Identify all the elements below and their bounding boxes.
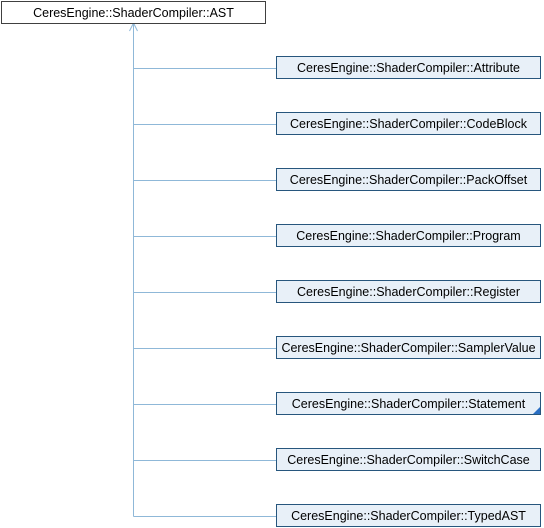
base-class-node[interactable]: CeresEngine::ShaderCompiler::AST bbox=[1, 1, 266, 24]
derived-class-label: CeresEngine::ShaderCompiler::Program bbox=[296, 228, 521, 243]
derived-class-label: CeresEngine::ShaderCompiler::SwitchCase bbox=[287, 452, 530, 467]
derived-class-node-program[interactable]: CeresEngine::ShaderCompiler::Program bbox=[276, 224, 541, 247]
derived-class-node-attribute[interactable]: CeresEngine::ShaderCompiler::Attribute bbox=[276, 56, 541, 79]
more-subclasses-marker-icon bbox=[533, 407, 540, 414]
derived-class-label: CeresEngine::ShaderCompiler::Statement bbox=[291, 396, 526, 411]
derived-class-label: CeresEngine::ShaderCompiler::CodeBlock bbox=[290, 116, 527, 131]
derived-class-label: CeresEngine::ShaderCompiler::Attribute bbox=[296, 60, 521, 75]
inheritance-branch-lines bbox=[133, 68, 276, 517]
derived-class-node-codeblock[interactable]: CeresEngine::ShaderCompiler::CodeBlock bbox=[276, 112, 541, 135]
derived-class-label: CeresEngine::ShaderCompiler::PackOffset bbox=[289, 172, 528, 187]
derived-class-label: CeresEngine::ShaderCompiler::SamplerValu… bbox=[281, 340, 536, 355]
derived-class-node-packoffset[interactable]: CeresEngine::ShaderCompiler::PackOffset bbox=[276, 168, 541, 191]
base-class-label: CeresEngine::ShaderCompiler::AST bbox=[33, 5, 234, 20]
derived-class-label: CeresEngine::ShaderCompiler::Register bbox=[296, 284, 521, 299]
derived-class-node-typedast[interactable]: CeresEngine::ShaderCompiler::TypedAST bbox=[276, 504, 541, 527]
derived-class-label: CeresEngine::ShaderCompiler::TypedAST bbox=[291, 508, 526, 523]
derived-class-node-statement[interactable]: CeresEngine::ShaderCompiler::Statement bbox=[276, 392, 541, 415]
derived-class-node-register[interactable]: CeresEngine::ShaderCompiler::Register bbox=[276, 280, 541, 303]
derived-class-node-samplervalue[interactable]: CeresEngine::ShaderCompiler::SamplerValu… bbox=[276, 336, 541, 359]
derived-class-node-switchcase[interactable]: CeresEngine::ShaderCompiler::SwitchCase bbox=[276, 448, 541, 471]
